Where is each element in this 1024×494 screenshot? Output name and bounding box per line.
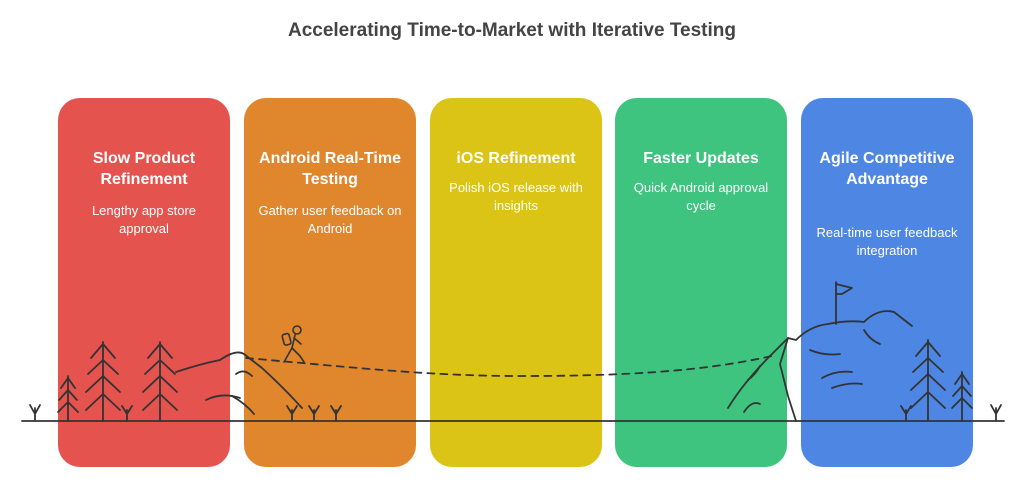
- hill-detail: [235, 370, 253, 377]
- hill-detail: [205, 394, 241, 401]
- card-agile-competitive-advantage: Agile Competitive Advantage Real-time us…: [801, 98, 973, 467]
- pine-tree-icon: [85, 341, 121, 422]
- mountain-icon: [727, 310, 913, 422]
- hiker-icon: [281, 325, 305, 363]
- hill-detail: [231, 395, 255, 415]
- card-title: Slow Product Refinement: [92, 150, 196, 188]
- card-android-real-time-testing: Android Real-Time Testing Gather user fe…: [244, 98, 416, 467]
- card-description: Quick Android approval cycle: [633, 180, 769, 213]
- grass-tuft-icon: [900, 405, 912, 421]
- grass-tuft-icon: [330, 405, 342, 421]
- card-title: Agile Competitive Advantage: [819, 150, 955, 188]
- grass-tuft-icon: [308, 405, 320, 421]
- flag-icon: [835, 281, 853, 325]
- card-description: Gather user feedback on Android: [258, 203, 402, 236]
- card-description: Polish iOS release with insights: [449, 180, 583, 213]
- card-ios-refinement: iOS Refinement Polish iOS release with i…: [430, 98, 602, 467]
- grass-tuft-icon: [990, 404, 1002, 421]
- pine-tree-icon: [142, 341, 178, 422]
- card-faster-updates: Faster Updates Quick Android approval cy…: [615, 98, 787, 467]
- card-title: Android Real-Time Testing: [259, 150, 401, 188]
- pine-tree-icon: [951, 371, 973, 422]
- grass-tuft-icon: [29, 404, 41, 421]
- dashed-path: [245, 355, 773, 377]
- card-slow-product-refinement: Slow Product Refinement Lengthy app stor…: [58, 98, 230, 467]
- card-description: Real-time user feedback integration: [816, 225, 958, 258]
- grass-tuft-icon: [121, 405, 133, 421]
- card-title: iOS Refinement: [456, 150, 576, 167]
- hill-icon: [175, 351, 303, 409]
- pine-tree-icon: [57, 375, 79, 422]
- card-description: Lengthy app store approval: [91, 203, 197, 236]
- page-title: Accelerating Time-to-Market with Iterati…: [287, 20, 736, 41]
- pine-tree-icon: [910, 339, 946, 422]
- card-title: Faster Updates: [643, 150, 759, 167]
- grass-tuft-icon: [286, 405, 298, 421]
